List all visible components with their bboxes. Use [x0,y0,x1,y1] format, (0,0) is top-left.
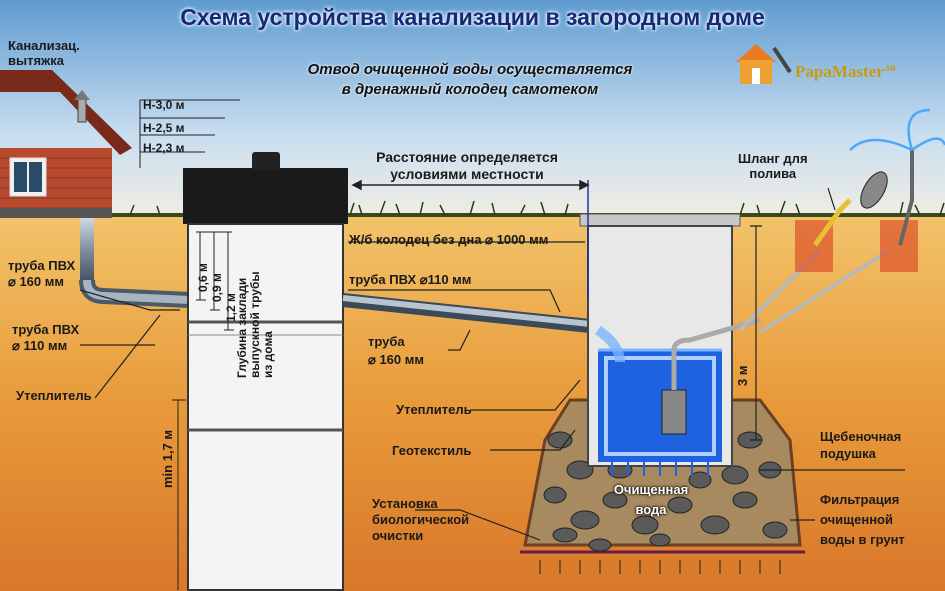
label-h30: Н-3,0 м [143,98,185,112]
logo: PapaMaster.su [795,62,896,82]
subtitle-line-1: Отвод очищенной воды осуществляется [307,61,633,78]
label-bio-unit-line-1: Установка [372,496,438,511]
label-insulation-right: Утеплитель [396,402,472,417]
label-purified-water-line-1: Очищенная [613,482,689,497]
subtitle-line-2: в дренажный колодец самотеком [341,81,599,98]
label-h23: Н-2,3 м [143,141,185,155]
label-pipe-160-line-2: ⌀ 160 мм [368,352,424,367]
unit-dimension-lines [139,99,240,590]
label-bio-unit-line-3: очистки [372,528,424,543]
label-bio-unit: Установка биологической очистки [372,496,469,544]
label-purified-water: Очищенная вода [606,480,696,520]
label-dim-09: 0,9 м [210,273,224,302]
house [0,70,132,218]
subtitle: Отвод очищенной воды осуществляется в др… [220,60,720,100]
label-distance-line-1: Расстояние определяется [376,149,558,165]
label-hose-line-2: полива [749,166,797,181]
label-pipe-pvc-160-line-1: труба ПВХ [8,258,76,273]
label-pipe-pvc-110-line-2: ⌀ 110 мм [12,338,68,353]
label-pipe-depth: Глубина заклади выпускной трубы из дома [235,271,275,378]
well-height-dimension [750,225,762,441]
label-hose: Шланг для полива [738,151,808,181]
label-distance: Расстояние определяется условиями местно… [352,149,582,183]
label-well-3m: 3 м [735,365,750,386]
drainage-well [579,213,761,476]
house-pipe [79,218,191,308]
logo-brand-2: Master [831,62,884,81]
label-insulation-left: Утеплитель [16,388,92,403]
label-pipe-pvc-160: труба ПВХ ⌀ 160 мм [8,258,75,290]
label-gravel-cushion-line-2: подушка [820,446,876,461]
label-pipe-pvc-110-line-1: труба ПВХ [12,322,80,337]
label-h25: Н-2,5 м [143,121,185,135]
label-pipe-pvc-160-line-2: ⌀ 160 мм [8,274,64,289]
page-title: Схема устройства канализации в загородно… [180,4,765,30]
sky [0,0,945,225]
label-min-17: min 1,7 м [160,429,175,488]
label-filtration-line-2: очищенной [820,512,893,527]
label-gravel-cushion: Щебеночная подушка [820,428,901,462]
label-filtration: Фильтрация очищенной воды в грунт [820,490,905,550]
label-vent: Канализац. вытяжка [8,38,80,68]
label-pipe-pvc-110: труба ПВХ ⌀ 110 мм [12,322,79,354]
label-hose-line-1: Шланг для [738,151,808,166]
label-bio-unit-line-2: биологической [372,512,470,527]
label-geotextile: Геотекстиль [392,443,472,458]
logo-brand-1: Papa [795,62,832,81]
logo-icon [736,44,792,84]
label-well: Ж/б колодец без дна ⌀ 1000 мм [349,232,549,247]
logo-domain: .su [883,62,896,74]
label-filtration-line-1: Фильтрация [820,492,900,507]
outflow-pipe [342,293,591,333]
leader-lines [79,187,905,541]
label-vent-line-1: Канализац. [8,38,80,53]
label-pipe-160: труба ⌀ 160 мм [368,333,424,369]
label-dim-06: 0,6 м [196,263,210,292]
distance-arrow [351,179,590,300]
label-filtration-line-3: воды в грунт [820,532,905,547]
label-pipe-depth-line-3: из дома [261,331,275,378]
label-purified-water-line-2: вода [635,502,667,517]
label-vent-line-2: вытяжка [8,53,64,68]
irrigation-hoses [738,108,945,334]
label-pipe-160-line-1: труба [368,334,405,349]
label-distance-line-2: условиями местности [390,166,544,182]
label-gravel-cushion-line-1: Щебеночная [820,429,902,444]
label-pipe-110-top: труба ПВХ ⌀110 мм [349,272,472,287]
